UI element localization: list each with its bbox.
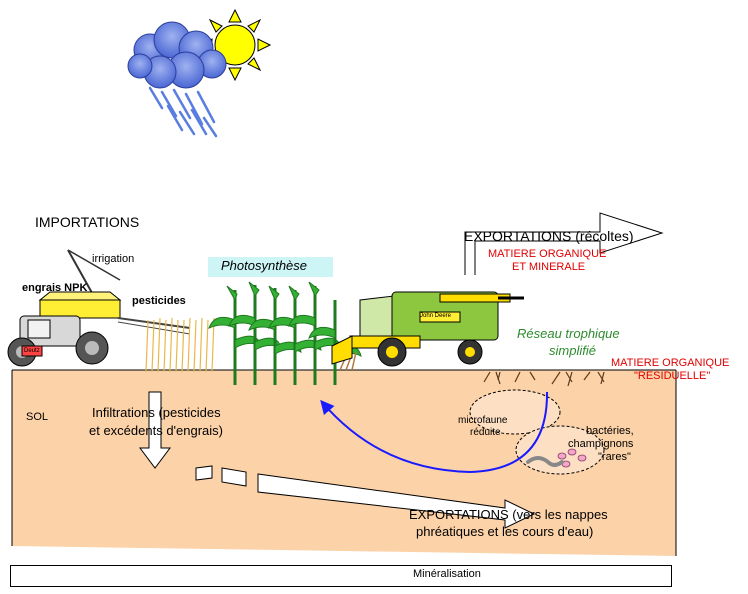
label-mo-residuelle-2: "RESIDUELLE"	[634, 370, 711, 382]
spray-field	[145, 317, 215, 373]
label-reseau-trophique-2: simplifié	[549, 343, 596, 358]
legend-mineralisation-label: Minéralisation	[413, 568, 481, 580]
label-bacteries-2: champignons	[568, 438, 634, 450]
label-photosynthese: Photosynthèse	[221, 258, 308, 273]
label-pesticides: pesticides	[132, 295, 186, 307]
infiltration-arrow	[139, 391, 171, 469]
label-tractor-brand: Deutz	[24, 348, 40, 354]
label-microfaune-1: microfaune	[458, 415, 508, 426]
label-exportations-nappes-2: phréatiques et les cours d'eau)	[416, 524, 594, 539]
rain-icon	[148, 86, 218, 138]
label-engrais-npk: engrais NPK	[22, 282, 88, 294]
label-mo-residuelle-1: MATIERE ORGANIQUE	[611, 357, 730, 369]
export-groundwater-arrow	[195, 465, 536, 529]
earthworm-icon	[526, 456, 564, 467]
label-importations: IMPORTATIONS	[35, 214, 140, 230]
label-exportations-recoltes: EXPORTATIONS (récoltes)	[464, 228, 634, 244]
cloud-icon	[127, 21, 227, 89]
mineralisation-arrow	[320, 391, 549, 474]
microorganisms-icon	[557, 448, 587, 468]
label-reseau-trophique-1: Réseau trophique	[517, 326, 620, 341]
label-infiltrations-1: Infiltrations (pesticides	[92, 405, 221, 420]
legend-box	[10, 565, 672, 587]
label-bacteries-1: bactéries,	[586, 425, 634, 437]
label-harvester-brand: John Deere	[420, 313, 452, 319]
microfauna-ellipse	[469, 389, 561, 435]
label-sol: SOL	[26, 411, 49, 423]
label-mo-minerale-1: MATIERE ORGANIQUE	[488, 248, 607, 260]
label-mo-minerale-2: ET MINERALE	[512, 261, 586, 273]
label-infiltrations-2: et excédents d'engrais)	[89, 423, 224, 438]
label-bacteries-3: "rares"	[598, 451, 631, 463]
label-exportations-nappes-1: EXPORTATIONS (vers les nappes	[409, 507, 608, 522]
label-microfaune-2: réduite	[470, 427, 501, 438]
export-harvest-arrow	[464, 212, 664, 275]
harvester-icon	[331, 291, 524, 367]
photosynthese-box	[208, 257, 333, 277]
residue-roots	[483, 371, 605, 387]
label-irrigation: irrigation	[92, 253, 135, 265]
